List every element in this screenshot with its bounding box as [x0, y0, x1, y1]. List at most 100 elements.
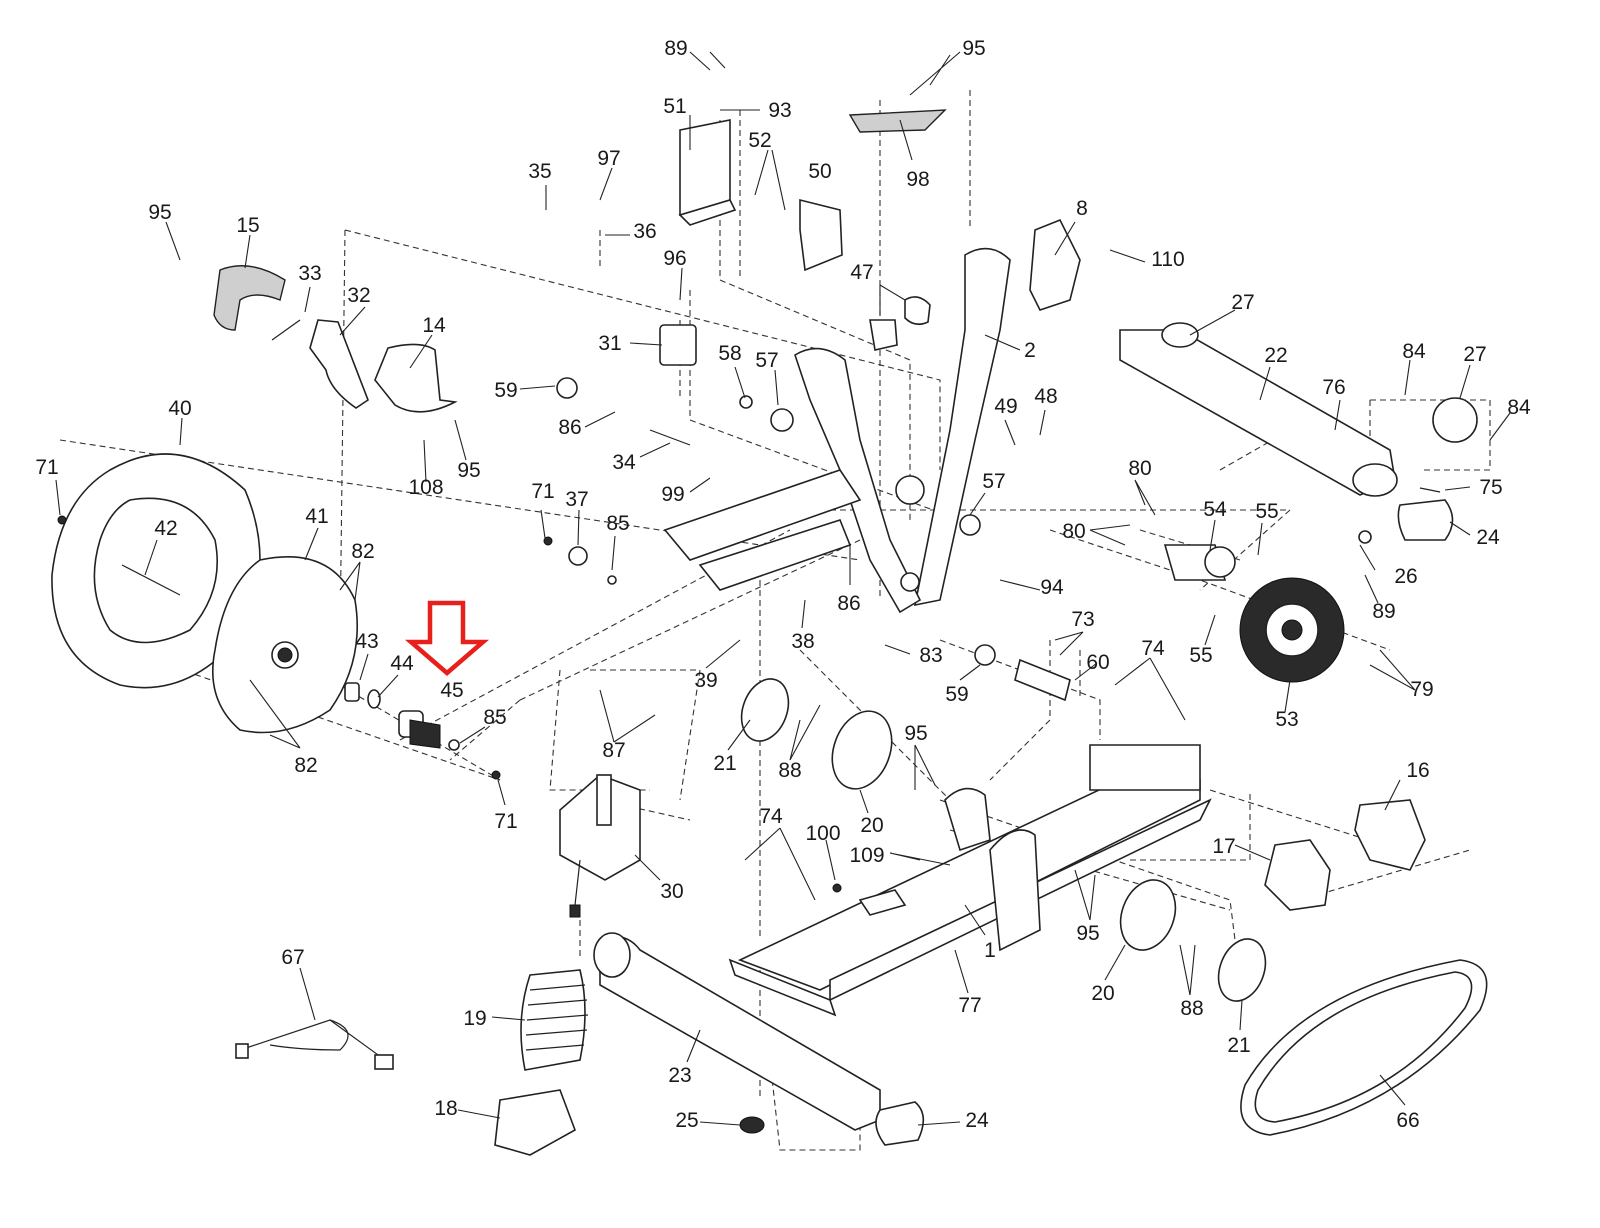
parts — [51, 109, 1488, 1156]
label-27: 27 — [1231, 291, 1254, 314]
label-96: 96 — [663, 247, 686, 270]
label-17: 17 — [1212, 835, 1235, 858]
label-87: 87 — [602, 739, 625, 762]
main-frame-2 — [663, 247, 1011, 614]
console-bracket-51 — [678, 109, 947, 272]
label-98: 98 — [906, 168, 929, 191]
label-109: 109 — [849, 844, 884, 867]
label-94: 94 — [1040, 576, 1064, 599]
label-74: 74 — [1141, 637, 1165, 660]
label-25: 25 — [675, 1109, 698, 1132]
label-45: 45 — [440, 679, 463, 702]
label-49: 49 — [994, 395, 1017, 418]
label-47: 47 — [850, 261, 873, 284]
label-82: 82 — [351, 540, 374, 563]
ring-21b — [1217, 938, 1267, 1002]
label-82: 82 — [294, 754, 317, 777]
small-hardware — [543, 324, 1441, 916]
label-40: 40 — [168, 397, 191, 420]
seat-mount-parts — [213, 265, 458, 413]
label-21: 21 — [1227, 1034, 1250, 1057]
label-67: 67 — [281, 946, 304, 969]
label-16: 16 — [1406, 759, 1429, 782]
disc-20a — [831, 710, 893, 790]
label-50: 50 — [808, 160, 831, 183]
label-77: 77 — [958, 994, 981, 1017]
label-44: 44 — [390, 652, 414, 675]
label-55: 55 — [1255, 500, 1278, 523]
label-95: 95 — [1076, 922, 1099, 945]
stabilizer-23 — [593, 932, 881, 1131]
cover-16 — [1354, 799, 1426, 871]
base-frame-1 — [737, 744, 1212, 1002]
label-35: 35 — [528, 160, 551, 183]
resistance-motor-30 — [559, 774, 641, 918]
label-15: 15 — [236, 214, 259, 237]
label-99: 99 — [661, 483, 684, 506]
label-43: 43 — [355, 630, 378, 653]
end-cap-24 — [1397, 499, 1454, 541]
label-39: 39 — [694, 669, 717, 692]
label-75: 75 — [1479, 476, 1502, 499]
label-27: 27 — [1463, 343, 1486, 366]
label-71: 71 — [531, 480, 554, 503]
label-76: 76 — [1322, 376, 1345, 399]
label-31: 31 — [598, 332, 621, 355]
label-48: 48 — [1034, 385, 1057, 408]
label-80: 80 — [1062, 520, 1085, 543]
crossbar-22 — [1119, 322, 1398, 497]
label-24: 24 — [1476, 526, 1500, 549]
label-59: 59 — [494, 379, 517, 402]
label-84: 84 — [1507, 396, 1531, 419]
disc-41 — [212, 556, 358, 734]
label-95: 95 — [148, 201, 171, 224]
label-86: 86 — [558, 416, 581, 439]
label-60: 60 — [1086, 651, 1109, 674]
label-54: 54 — [1203, 498, 1227, 521]
label-71: 71 — [35, 456, 58, 479]
label-73: 73 — [1071, 608, 1094, 631]
label-1: 1 — [984, 939, 996, 962]
label-85: 85 — [483, 706, 506, 729]
label-37: 37 — [565, 488, 588, 511]
label-95: 95 — [457, 459, 480, 482]
label-8: 8 — [1076, 197, 1088, 220]
leader-lines — [55, 51, 1511, 1126]
label-18: 18 — [434, 1097, 457, 1120]
spring-boot-19 — [520, 969, 589, 1071]
label-88: 88 — [1180, 997, 1203, 1020]
ring-21a — [740, 678, 790, 742]
label-36: 36 — [633, 220, 656, 243]
label-26: 26 — [1394, 565, 1417, 588]
label-74: 74 — [759, 805, 783, 828]
label-23: 23 — [668, 1064, 691, 1087]
label-53: 53 — [1275, 708, 1298, 731]
drive-belt-66 — [1240, 959, 1488, 1136]
label-20: 20 — [1091, 982, 1114, 1005]
crank-axle-54 — [1163, 544, 1236, 581]
label-95: 95 — [904, 722, 927, 745]
label-38: 38 — [791, 630, 814, 653]
leveler-foot-25 — [739, 1116, 765, 1134]
label-93: 93 — [768, 99, 791, 122]
label-89: 89 — [1372, 600, 1395, 623]
label-71: 71 — [494, 810, 517, 833]
label-42: 42 — [154, 517, 177, 540]
label-110: 110 — [1151, 248, 1184, 271]
label-24: 24 — [965, 1109, 989, 1132]
label-95: 95 — [962, 37, 985, 60]
label-2: 2 — [1024, 339, 1036, 362]
knob-47 — [869, 296, 931, 351]
label-41: 41 — [305, 505, 328, 528]
label-57: 57 — [755, 349, 778, 372]
drive-pulley-53 — [1239, 577, 1345, 683]
label-83: 83 — [919, 644, 942, 667]
highlight-arrow — [404, 600, 490, 676]
label-52: 52 — [748, 129, 771, 152]
part-number-labels: 89 95 51 93 52 50 98 35 97 36 95 15 33 3… — [35, 37, 1531, 1132]
cap-27 — [1432, 397, 1478, 443]
cover-17 — [1264, 839, 1331, 911]
label-21: 21 — [713, 752, 736, 775]
label-108: 108 — [408, 476, 443, 499]
